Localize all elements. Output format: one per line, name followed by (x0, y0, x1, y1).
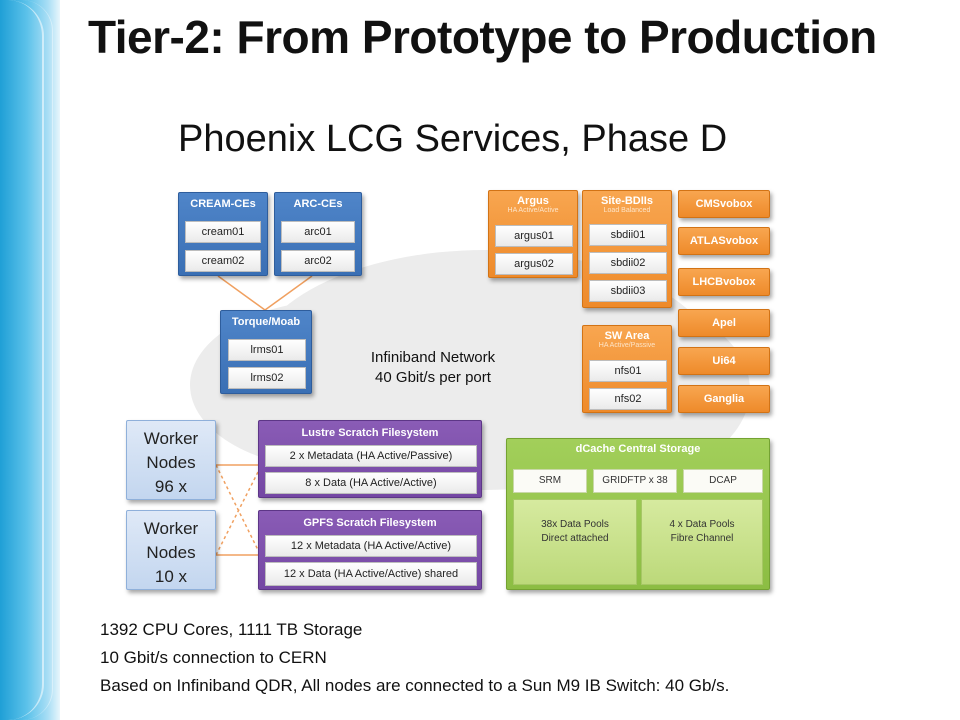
wn-link (215, 471, 259, 556)
group-title: Torque/Moab (231, 316, 301, 328)
pool-label: Direct attached (541, 533, 609, 544)
worker-label: Worker (143, 519, 199, 538)
network-speed: 40 Gbit/s per port (375, 369, 491, 386)
sidebar-wave (22, 0, 53, 720)
server-nfs01: nfs01 (589, 360, 667, 382)
group-title: dCache Central Storage (575, 443, 701, 455)
server-arc02: arc02 (281, 250, 355, 272)
door-srm: SRM (513, 469, 587, 493)
door-dcap: DCAP (683, 469, 763, 493)
group-subtitle: HA Active/Active (507, 207, 559, 214)
footer-line-cores: 1392 CPU Cores, 1111 TB Storage (100, 620, 363, 639)
group-title: GPFS Scratch Filesystem (303, 517, 437, 529)
gpfs-filesystem: GPFS Scratch Filesystem 12 x Metadata (H… (258, 510, 482, 590)
wn-link (215, 464, 259, 551)
server-sbdii01: sbdii01 (589, 224, 667, 246)
pool-label: 4 x Data Pools (669, 519, 735, 530)
vobox-cmsvobox: CMSvobox (678, 190, 770, 218)
worker-count: 96 x (154, 477, 188, 496)
network-label: Infiniband Network 40 Gbit/s per port (348, 348, 518, 388)
torque-group: Torque/Moab lrms01 lrms02 (220, 310, 312, 394)
lustre-metadata: 2 x Metadata (HA Active/Passive) (265, 445, 477, 467)
footer-line-connection: 10 Gbit/s connection to CERN (100, 648, 327, 667)
network-name: Infiniband Network (370, 349, 496, 366)
group-title: Lustre Scratch Filesystem (301, 427, 439, 439)
diagram-title: Phoenix LCG Services, Phase D (178, 118, 728, 160)
argus-group: Argus HA Active/Active argus01 argus02 (488, 190, 578, 278)
group-title: SW Area (604, 330, 650, 342)
server-cream01: cream01 (185, 221, 261, 243)
vobox-atlasvobox: ATLASvobox (678, 227, 770, 255)
ce-link (264, 275, 313, 311)
worker-nodes-10: Worker Nodes 10 x (126, 510, 216, 590)
service-apel: Apel (678, 309, 770, 337)
dcache-storage: dCache Central Storage SRM GRIDFTP x 38 … (506, 438, 770, 590)
connection-lines (215, 275, 313, 556)
gpfs-metadata: 12 x Metadata (HA Active/Active) (265, 535, 477, 557)
site-bdii-group: Site-BDIIs Load Balanced sbdii01 sbdii02… (582, 190, 672, 308)
server-sbdii03: sbdii03 (589, 280, 667, 302)
pool-direct-attached: 38x Data Pools Direct attached (513, 499, 637, 585)
sidebar-decoration (0, 0, 60, 720)
server-argus01: argus01 (495, 225, 573, 247)
sw-area-group: SW Area HA Active/Passive nfs01 nfs02 (582, 325, 672, 413)
arc-ces-group: ARC-CEs arc01 arc02 (274, 192, 362, 276)
lustre-data: 8 x Data (HA Active/Active) (265, 472, 477, 494)
ce-link (217, 275, 266, 311)
worker-label: Worker (143, 429, 199, 448)
sidebar-wave (8, 0, 44, 720)
worker-nodes-96: Worker Nodes 96 x (126, 420, 216, 500)
worker-label: Nodes (146, 543, 196, 562)
server-sbdii02: sbdii02 (589, 252, 667, 274)
server-cream02: cream02 (185, 250, 261, 272)
group-title: ARC-CEs (293, 198, 343, 210)
group-title: CREAM-CEs (190, 198, 256, 210)
group-title: Argus (517, 195, 549, 207)
door-gridftp: GRIDFTP x 38 (593, 469, 677, 493)
service-ganglia: Ganglia (678, 385, 770, 413)
pool-label: 38x Data Pools (541, 519, 609, 530)
pool-fibre-channel: 4 x Data Pools Fibre Channel (641, 499, 763, 585)
group-title: Site-BDIIs (601, 195, 653, 207)
pool-label: Fibre Channel (670, 533, 734, 544)
worker-count: 10 x (154, 567, 188, 586)
slide-title: Tier-2: From Prototype to Production (88, 11, 877, 63)
service-ui64: Ui64 (678, 347, 770, 375)
server-arc01: arc01 (281, 221, 355, 243)
cream-ces-group: CREAM-CEs cream01 cream02 (178, 192, 268, 276)
group-subtitle: HA Active/Passive (598, 342, 656, 349)
server-nfs02: nfs02 (589, 388, 667, 410)
server-lrms02: lrms02 (228, 367, 306, 389)
lustre-filesystem: Lustre Scratch Filesystem 2 x Metadata (… (258, 420, 482, 498)
server-lrms01: lrms01 (228, 339, 306, 361)
gpfs-data: 12 x Data (HA Active/Active) shared (265, 562, 477, 586)
server-argus02: argus02 (495, 253, 573, 275)
vobox-lhcbvobox: LHCBvobox (678, 268, 770, 296)
group-subtitle: Load Balanced (603, 207, 651, 214)
worker-label: Nodes (146, 453, 196, 472)
architecture-diagram: Phoenix LCG Services, Phase D CREAM-CEs … (90, 80, 808, 610)
footer-line-infiniband: Based on Infiniband QDR, All nodes are c… (100, 676, 730, 695)
